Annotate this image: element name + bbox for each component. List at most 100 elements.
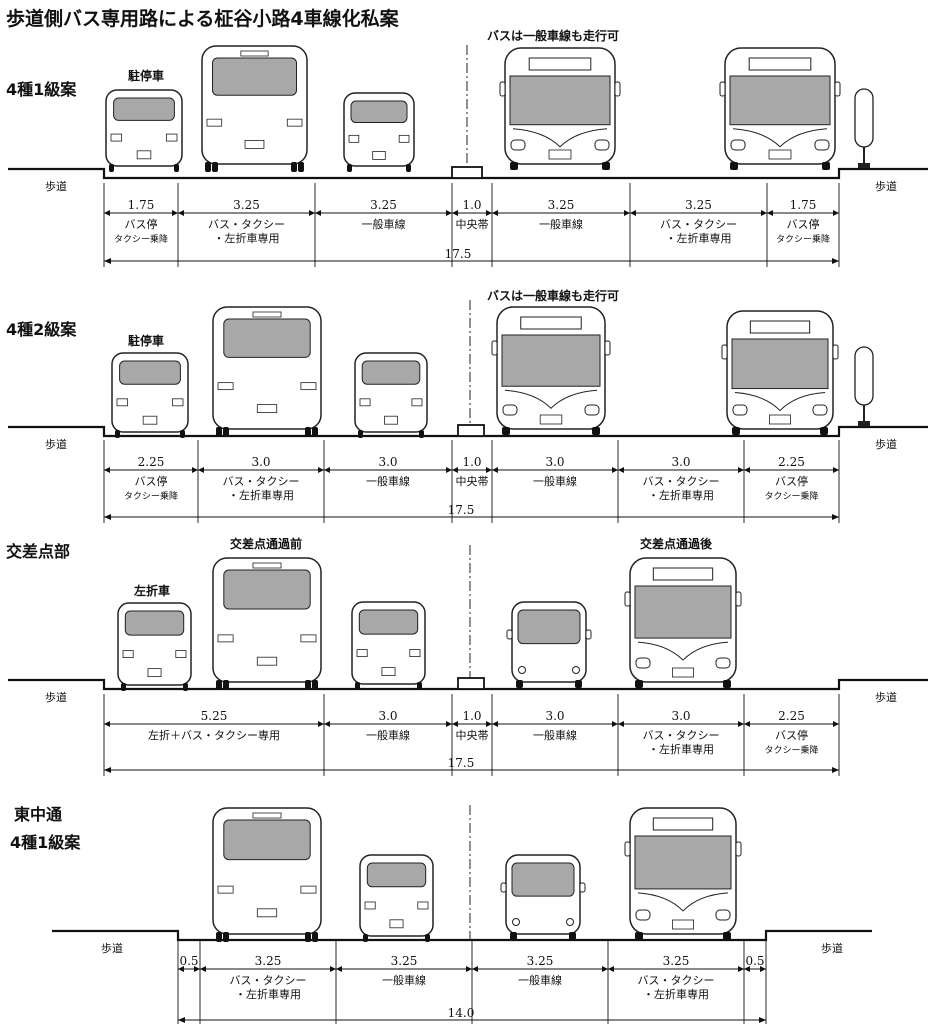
lane-width-value: 2.25 bbox=[778, 455, 805, 469]
lane-width-value: 3.25 bbox=[685, 198, 712, 212]
page-title: 歩道側バス専用路による柾谷小路4車線化私案 bbox=[6, 8, 399, 30]
lane-label-sub: ・左折車専用 bbox=[228, 488, 294, 502]
lane-width-value: 3.0 bbox=[671, 455, 690, 469]
lane-width-value: 3.25 bbox=[391, 954, 418, 968]
annotation-label: 交差点通過後 bbox=[640, 536, 713, 551]
sidewalk-label-right: 歩道 bbox=[875, 179, 897, 193]
sidewalk-label-left: 歩道 bbox=[45, 179, 67, 193]
lane-label-sub: ・左折車専用 bbox=[214, 231, 280, 245]
lane-width-value: 3.0 bbox=[251, 455, 270, 469]
lane-label-sub: ・左折車専用 bbox=[648, 742, 714, 756]
lane-label: バス・タクシー bbox=[223, 475, 300, 488]
lane-width-value: 1.0 bbox=[462, 455, 481, 469]
lane-width-value: 2.25 bbox=[778, 709, 805, 723]
lane-label: バス・タクシー bbox=[643, 729, 720, 742]
lane-label: 一般車線 bbox=[533, 728, 577, 742]
annotation-label: 左折車 bbox=[133, 583, 170, 598]
s2-bus-stop-icon bbox=[854, 346, 874, 426]
lane-label-sub: ・左折車専用 bbox=[666, 231, 732, 245]
s2-vehicle-5-bus-front bbox=[721, 310, 839, 435]
sidewalk-label-right: 歩道 bbox=[875, 437, 897, 451]
lane-label: 一般車線 bbox=[366, 728, 410, 742]
sidewalk-label-left: 歩道 bbox=[45, 690, 67, 704]
section-title: 4種2級案 bbox=[6, 320, 77, 339]
s4-vehicle-3-car-front bbox=[500, 854, 586, 940]
s2-dimensions: 2.25バス停タクシー乗降3.0バス・タクシー・左折車専用3.0一般車線1.0中… bbox=[103, 440, 840, 523]
lane-label: バス停 bbox=[775, 728, 808, 742]
s3-vehicle-5-bus-front bbox=[624, 557, 742, 688]
s4-vehicle-4-bus-front bbox=[624, 807, 742, 940]
s3-vehicle-2-bus-rear bbox=[212, 557, 322, 690]
lane-width-value: 5.25 bbox=[201, 709, 228, 723]
lane-label: 中央帯 bbox=[456, 475, 489, 488]
sidewalk-label-left: 歩道 bbox=[101, 941, 123, 955]
s1-vehicle-1-car-rear bbox=[105, 89, 183, 172]
lane-width-value: 3.0 bbox=[671, 709, 690, 723]
s2-vehicle-1-car-rear bbox=[111, 352, 189, 438]
s1-vehicle-2-bus-rear bbox=[201, 45, 308, 172]
s3-median-block bbox=[457, 677, 485, 690]
lane-label: バス停 bbox=[135, 474, 168, 488]
s1-section-title: 4種1級案 bbox=[6, 80, 77, 99]
sidewalk-label-right: 歩道 bbox=[875, 690, 897, 704]
lane-label: 中央帯 bbox=[456, 729, 489, 742]
section-title: 4種1級案 bbox=[6, 80, 77, 99]
lane-label-sub: タクシー乗降 bbox=[776, 233, 830, 245]
lane-width-value: 3.0 bbox=[378, 455, 397, 469]
lane-label: 一般車線 bbox=[533, 474, 577, 488]
lane-label-sub: タクシー乗降 bbox=[764, 490, 818, 502]
annotation-label: 駐停車 bbox=[128, 68, 164, 83]
s4-road-profile bbox=[52, 929, 872, 942]
sidewalk-label-right: 歩道 bbox=[821, 941, 843, 955]
annotation-label: 交差点通過前 bbox=[230, 536, 302, 551]
total-width-value: 17.5 bbox=[445, 247, 472, 261]
annotation-label: バスは一般車線も走行可 bbox=[487, 28, 619, 43]
lane-label: 一般車線 bbox=[382, 973, 426, 987]
lane-label: バス停 bbox=[787, 217, 820, 231]
lane-width-value: 3.25 bbox=[233, 198, 260, 212]
total-width-value: 17.5 bbox=[448, 756, 475, 770]
lane-width-value: 3.0 bbox=[545, 455, 564, 469]
total-width-value: 14.0 bbox=[448, 1006, 475, 1020]
lane-label: バス停 bbox=[125, 217, 158, 231]
lane-width-value: 3.25 bbox=[527, 954, 554, 968]
lane-label: 一般車線 bbox=[518, 973, 562, 987]
lane-label-sub: ・左折車専用 bbox=[648, 488, 714, 502]
s1-vehicle-5-bus-front bbox=[719, 47, 841, 170]
section-title: 東中通 bbox=[14, 805, 62, 824]
total-width-value: 17.5 bbox=[448, 503, 475, 517]
lane-label-sub: ・左折車専用 bbox=[643, 987, 709, 1001]
lane-width-value: 0.5 bbox=[179, 954, 198, 968]
s3-section-title: 交差点部 bbox=[6, 542, 70, 561]
s3-vehicle-4-car-front bbox=[506, 601, 592, 688]
s2-vehicle-3-car-rear bbox=[354, 352, 428, 438]
s4-vehicle-1-bus-rear bbox=[212, 807, 322, 942]
lane-width-value: 1.75 bbox=[790, 198, 817, 212]
sidewalk-label-left: 歩道 bbox=[45, 437, 67, 451]
lane-label: 中央帯 bbox=[456, 218, 489, 231]
annotation-label: 駐停車 bbox=[128, 333, 164, 348]
lane-label-sub: ・左折車専用 bbox=[235, 987, 301, 1001]
lane-label: 一般車線 bbox=[362, 217, 406, 231]
lane-width-value: 0.5 bbox=[745, 954, 764, 968]
lane-label: 一般車線 bbox=[366, 474, 410, 488]
lane-label-sub: タクシー乗降 bbox=[114, 233, 168, 245]
lane-width-value: 3.0 bbox=[545, 709, 564, 723]
s2-vehicle-2-bus-rear bbox=[212, 306, 322, 437]
lane-label: バス・タクシー bbox=[208, 218, 285, 231]
lane-label: 左折＋バス・タクシー専用 bbox=[148, 728, 280, 742]
lane-label: バス停 bbox=[775, 474, 808, 488]
s1-median-block bbox=[451, 166, 483, 179]
lane-label-sub: タクシー乗降 bbox=[764, 744, 818, 756]
s3-vehicle-1-car-rear bbox=[117, 602, 192, 691]
lane-width-value: 1.0 bbox=[462, 198, 481, 212]
s1-vehicle-3-car-rear bbox=[343, 92, 415, 172]
lane-label-sub: タクシー乗降 bbox=[124, 490, 178, 502]
s3-vehicle-3-car-rear bbox=[351, 601, 426, 690]
lane-label: 一般車線 bbox=[539, 217, 583, 231]
lane-width-value: 3.25 bbox=[370, 198, 397, 212]
s2-section-title: 4種2級案 bbox=[6, 320, 77, 339]
